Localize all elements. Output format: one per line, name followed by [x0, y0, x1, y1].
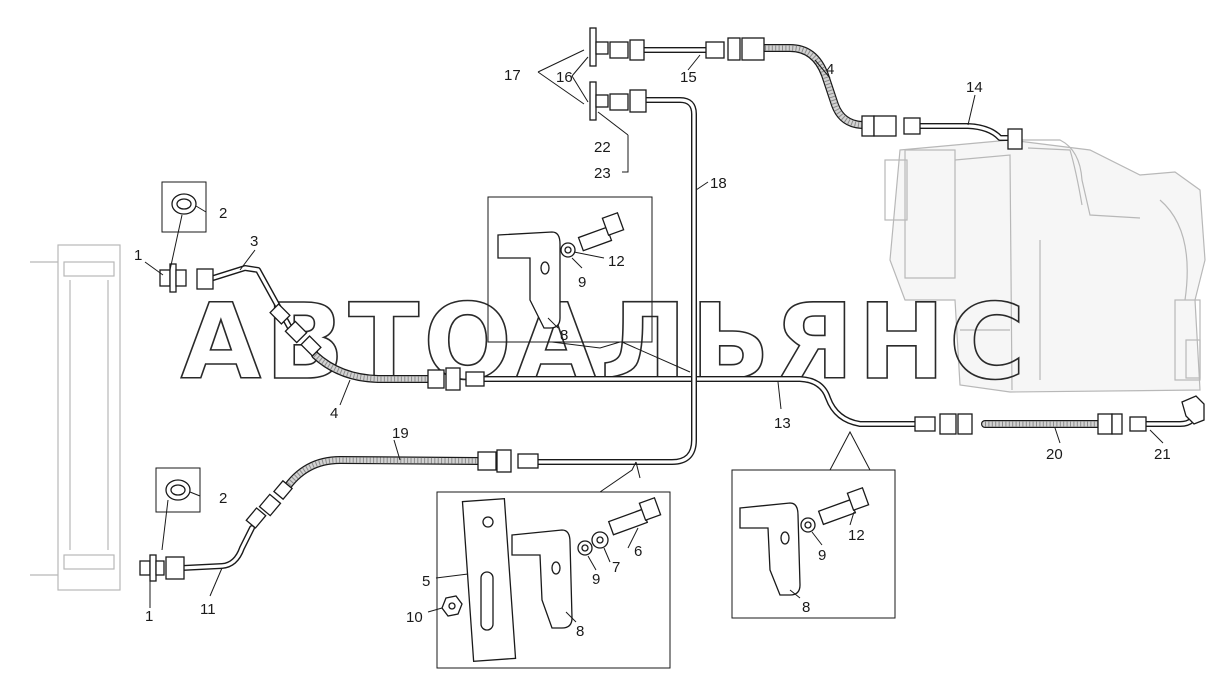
callout-12-right: 12: [848, 527, 865, 544]
callout-8-upper: 8: [560, 327, 568, 344]
callout-21: 21: [1154, 446, 1171, 463]
radiator-outline: [30, 244, 121, 591]
callout-labels: 1 2 3 4 4 17 16 15 22 23 18 14 13 20 21 …: [134, 61, 1171, 640]
fittings: [139, 27, 1205, 582]
callout-4-lower: 4: [330, 405, 338, 422]
callout-19: 19: [392, 425, 409, 442]
callout-7: 7: [612, 559, 620, 576]
transmission-housing-outline: [884, 139, 1206, 393]
callout-4-upper: 4: [826, 61, 834, 78]
callout-23: 23: [594, 165, 611, 182]
callout-12-upper: 12: [608, 253, 625, 270]
callout-3: 3: [250, 233, 258, 250]
pipes: [179, 47, 1199, 571]
callout-13: 13: [774, 415, 791, 432]
callout-9-upper: 9: [578, 274, 586, 291]
clamp-detail-upper: [487, 196, 653, 343]
callout-2-upper: 2: [219, 205, 227, 222]
o-ring-inset-upper: [161, 181, 207, 233]
callout-20: 20: [1046, 446, 1063, 463]
callout-8-center: 8: [576, 623, 584, 640]
callout-5: 5: [422, 573, 430, 590]
callout-9-right: 9: [818, 547, 826, 564]
bracket-detail-lower: [436, 491, 671, 669]
callout-17: 17: [504, 67, 521, 84]
callout-10: 10: [406, 609, 423, 626]
callout-16: 16: [556, 69, 573, 86]
callout-1-lower: 1: [145, 608, 153, 625]
callout-22: 22: [594, 139, 611, 156]
clamp-detail-right: [731, 469, 896, 619]
callout-18: 18: [710, 175, 727, 192]
callout-8-right: 8: [802, 599, 810, 616]
callout-11: 11: [200, 601, 216, 618]
callout-6: 6: [634, 543, 642, 560]
o-ring-inset-lower: [155, 467, 201, 513]
callout-9-center: 9: [592, 571, 600, 588]
leader-lines: [144, 49, 1164, 623]
callout-2-lower: 2: [219, 490, 227, 507]
hoses: [281, 44, 1102, 494]
callout-15: 15: [680, 69, 697, 86]
callout-14: 14: [966, 79, 983, 96]
callout-1-upper: 1: [134, 247, 142, 264]
